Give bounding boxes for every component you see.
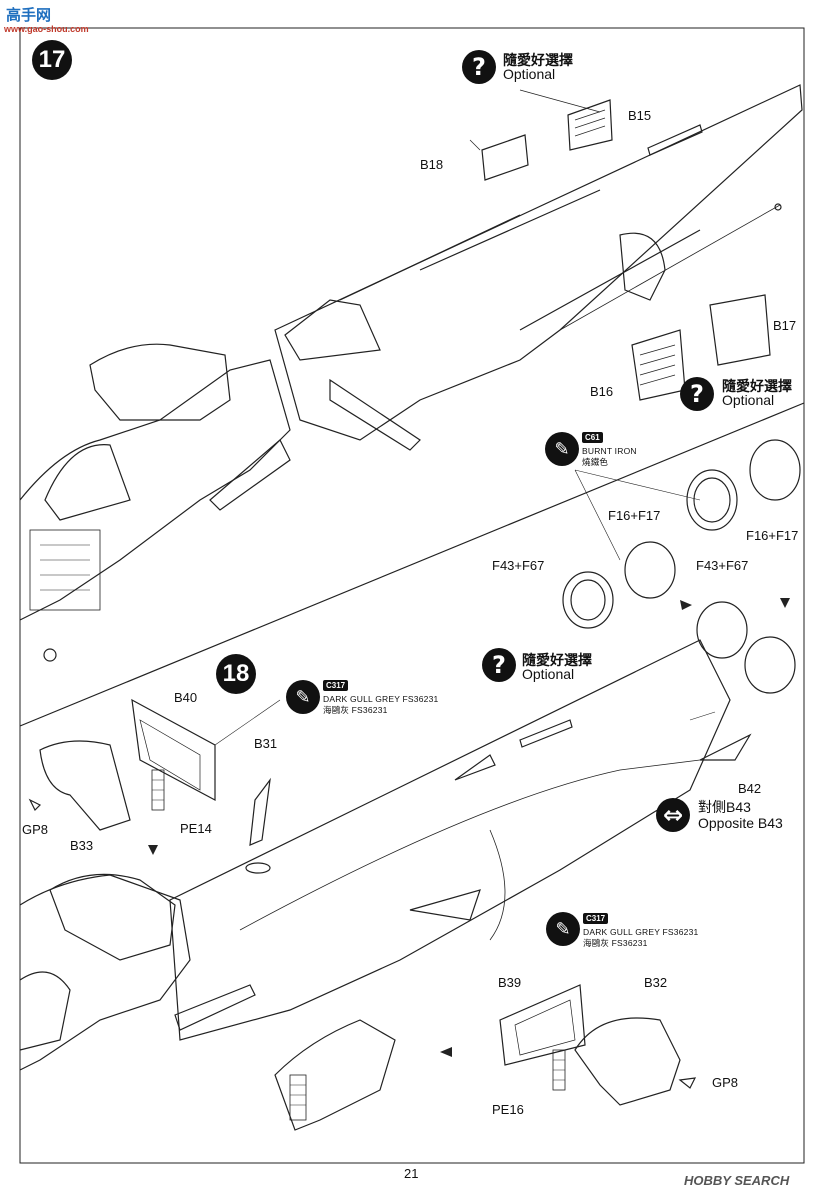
part-f43-f67-left: F43+F67 <box>492 558 545 573</box>
paint-code-c61: C61 <box>582 432 603 443</box>
paint-name-en-bottom: DARK GULL GREY FS36231 <box>583 927 699 937</box>
paint-name-cn-bottom: 海鷗灰 FS36231 <box>583 938 648 948</box>
part-f16-f17-right: F16+F17 <box>746 528 799 543</box>
paint-name-en: BURNT IRON <box>582 446 637 456</box>
paint-code-c317-top: C317 <box>323 680 349 691</box>
paint-name-cn: 燒鐵色 <box>582 457 609 467</box>
optional-right-cn: 隨愛好選擇 <box>722 378 792 394</box>
paint-brush-icon: ✎ <box>546 912 580 946</box>
part-pe14: PE14 <box>180 821 212 836</box>
paint-brush-icon: ✎ <box>545 432 579 466</box>
hobby-search-logo: HOBBY SEARCH <box>684 1173 790 1188</box>
part-b16: B16 <box>590 384 614 399</box>
part-b33: B33 <box>70 838 94 853</box>
optional-exhaust-cn: 隨愛好選擇 <box>522 652 592 668</box>
part-f43-f67-right: F43+F67 <box>696 558 749 573</box>
part-b31: B31 <box>254 736 278 751</box>
paint-brush-icon: ✎ <box>286 680 320 714</box>
paint-code-c317-bottom: C317 <box>583 913 609 924</box>
part-pe16: PE16 <box>492 1102 524 1117</box>
part-b43-en: Opposite B43 <box>698 815 783 831</box>
watermark-url: www.gao-shou.com <box>4 24 89 34</box>
optional-top-cn: 隨愛好選擇 <box>503 52 573 68</box>
question-icon: ? <box>680 377 714 411</box>
part-b39: B39 <box>498 975 522 990</box>
paint-name-cn-top: 海鷗灰 FS36231 <box>323 705 388 715</box>
question-icon: ? <box>462 50 496 84</box>
step-17-number: 17 <box>32 40 72 80</box>
step-18-number: 18 <box>216 654 256 694</box>
optional-top-en: Optional <box>503 66 556 82</box>
part-b15: B15 <box>628 108 652 123</box>
part-gp8-right: GP8 <box>712 1075 739 1090</box>
part-b32: B32 <box>644 975 668 990</box>
optional-exhaust-en: Optional <box>522 666 575 682</box>
part-b43-cn: 對側B43 <box>698 799 751 815</box>
optional-right-en: Optional <box>722 392 775 408</box>
swap-arrows-icon: ⇔ <box>656 798 690 832</box>
part-b17: B17 <box>773 318 797 333</box>
question-icon: ? <box>482 648 516 682</box>
part-b18: B18 <box>420 157 444 172</box>
part-gp8-left: GP8 <box>22 822 49 837</box>
page-number: 21 <box>404 1166 419 1181</box>
paint-name-en-top: DARK GULL GREY FS36231 <box>323 694 439 704</box>
part-b40: B40 <box>174 690 198 705</box>
part-b42: B42 <box>738 781 762 796</box>
part-f16-f17-left: F16+F17 <box>608 508 661 523</box>
watermark-logo: 高手网 <box>6 7 52 24</box>
